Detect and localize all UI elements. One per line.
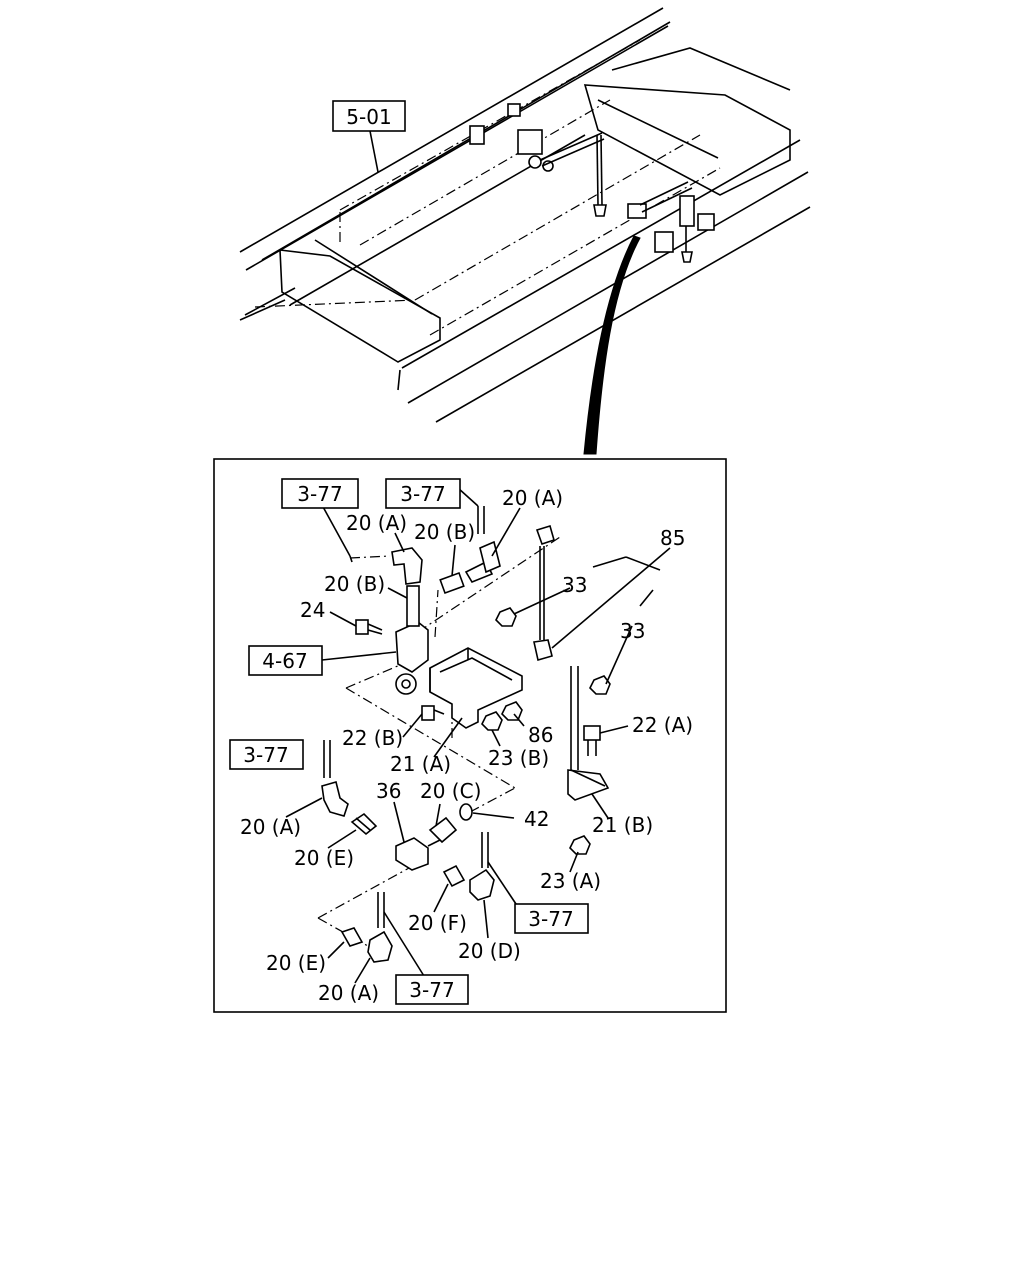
label-22a: 22 (A) (632, 713, 693, 737)
bracket-86 (429, 647, 523, 729)
label-42: 42 (524, 807, 549, 831)
label-20e-upper: 20 (E) (294, 846, 354, 870)
callout-arc (583, 235, 641, 455)
label-22b: 22 (B) (342, 726, 403, 750)
label-24: 24 (300, 598, 325, 622)
part-labels: 20 (A) 20 (A) 20 (B) 85 33 20 (B) 24 33 … (240, 486, 693, 1005)
ref-box-3-77-d: 3-77 (514, 903, 589, 934)
label-20c: 20 (C) (420, 779, 481, 803)
ref-box-3-77-e: 3-77 (395, 974, 469, 1005)
ref-text-3-77-c: 3-77 (243, 743, 288, 767)
label-23a: 23 (A) (540, 869, 601, 893)
label-20a-bottom: 20 (A) (318, 981, 379, 1005)
rod-arm-21b (567, 666, 610, 801)
label-33-upper: 33 (562, 573, 587, 597)
label-20a-mid-left: 20 (A) (240, 815, 301, 839)
chassis-frame (239, 7, 811, 423)
label-20b-top: 20 (B) (414, 520, 475, 544)
ref-text-3-77-d: 3-77 (528, 907, 573, 931)
label-20a-top-right: 20 (A) (502, 486, 563, 510)
label-86: 86 (528, 723, 553, 747)
label-21b: 21 (B) (592, 813, 653, 837)
label-20d: 20 (D) (458, 939, 521, 963)
elbow-fitting-top (391, 547, 423, 585)
ref-box-3-77-a: 3-77 (281, 478, 359, 509)
ref-text-5-01: 5-01 (346, 105, 391, 129)
bolts-nuts (355, 607, 611, 855)
label-20f: 20 (F) (408, 911, 467, 935)
label-21a: 21 (A) (390, 752, 451, 776)
ref-box-4-67: 4-67 (248, 645, 323, 676)
ref-text-4-67: 4-67 (262, 649, 307, 673)
ref-text-3-77-a: 3-77 (297, 482, 342, 506)
vertical-rod-right (533, 524, 555, 662)
label-20e-lower: 20 (E) (266, 951, 326, 975)
ref-box-5-01: 5-01 (332, 100, 406, 173)
label-33-lower: 33 (620, 619, 645, 643)
height-control-linkage (469, 103, 715, 263)
ref-text-3-77-e: 3-77 (409, 978, 454, 1002)
valve-body (395, 585, 429, 695)
label-20b-left: 20 (B) (324, 572, 385, 596)
ref-box-3-77-b: 3-77 (385, 478, 461, 509)
assembly-lines (317, 536, 561, 951)
detail-frame (213, 458, 727, 1013)
ref-text-3-77-b: 3-77 (400, 482, 445, 506)
lower-fittings (321, 781, 495, 963)
label-20a-top-left: 20 (A) (346, 511, 407, 535)
label-23b: 23 (B) (488, 746, 549, 770)
label-36: 36 (376, 779, 401, 803)
ref-box-3-77-c: 3-77 (229, 739, 304, 770)
label-85: 85 (660, 526, 685, 550)
leader-lines (285, 487, 671, 984)
straight-fitting-20b-top (439, 540, 501, 595)
